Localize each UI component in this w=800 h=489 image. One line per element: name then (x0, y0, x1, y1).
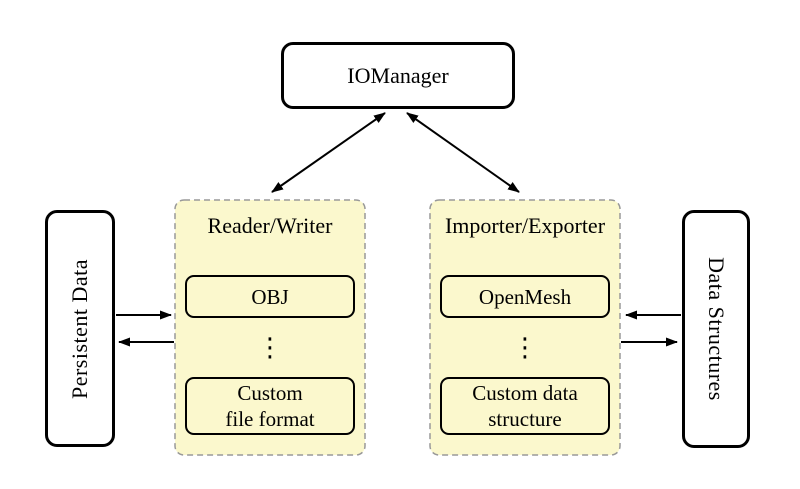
custom-file-format-line1: Custom (237, 381, 303, 405)
persistent-data-label: Persistent Data (67, 258, 92, 399)
custom-file-format-box: Custom file format (185, 377, 355, 435)
openmesh-box: OpenMesh (440, 275, 610, 318)
io-manager-box: IOManager (281, 42, 515, 109)
reader-writer-container-background (174, 199, 366, 456)
custom-data-structure-line1: Custom data (472, 381, 578, 405)
arrow-iomanager-readerwriter (271, 112, 386, 193)
reader-writer-title: Reader/Writer (207, 213, 333, 238)
obj-label: OBJ (251, 284, 289, 309)
importer-exporter-container-background (429, 199, 621, 456)
custom-data-structure-box: Custom data structure (440, 377, 610, 435)
vertical-ellipsis-icon: ⋮ (257, 333, 283, 363)
openmesh-label: OpenMesh (478, 284, 572, 309)
obj-box: OBJ (185, 275, 355, 318)
custom-file-format-line2: file format (225, 407, 315, 431)
custom-data-structure-line2: structure (488, 407, 562, 431)
importer-exporter-title: Importer/Exporter (444, 213, 606, 238)
data-structures-box: Data Structures (682, 210, 750, 448)
data-structures-label: Data Structures (704, 257, 730, 401)
reader-writer-container: Reader/Writer OBJ ⋮ Custom file format (175, 200, 365, 455)
importer-exporter-container: Importer/Exporter OpenMesh ⋮ Custom data… (430, 200, 620, 455)
io-manager-label: IOManager (347, 62, 449, 88)
vertical-ellipsis-icon: ⋮ (512, 333, 538, 363)
persistent-data-box: Persistent Data (45, 210, 115, 447)
arrow-iomanager-importerexporter (406, 112, 520, 193)
